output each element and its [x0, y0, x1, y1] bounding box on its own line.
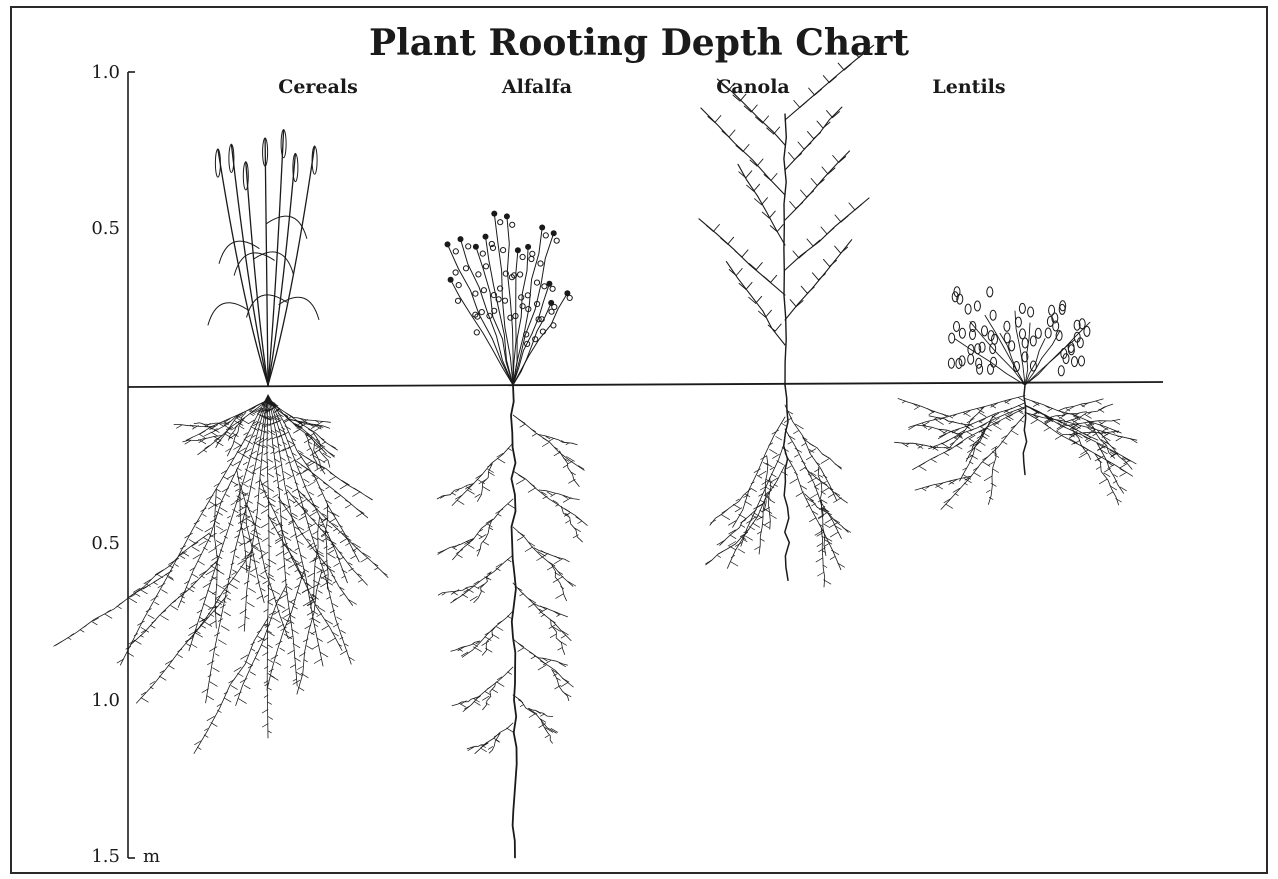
canola-shoot [699, 45, 874, 385]
plants-layer [54, 45, 1137, 857]
lentils-roots [895, 385, 1138, 509]
plant-cereals [54, 130, 388, 754]
lentils-shoot [948, 287, 1090, 385]
alfalfa-roots [437, 385, 587, 858]
cereals-shoot [208, 130, 319, 385]
depth-axis [128, 72, 135, 858]
plant-alfalfa [437, 211, 587, 858]
plant-canola [699, 45, 874, 587]
cereals-roots [54, 395, 388, 753]
canola-roots [706, 385, 851, 587]
alfalfa-shoot [445, 211, 573, 385]
plant-lentils [895, 287, 1138, 510]
ground-line [128, 382, 1163, 387]
